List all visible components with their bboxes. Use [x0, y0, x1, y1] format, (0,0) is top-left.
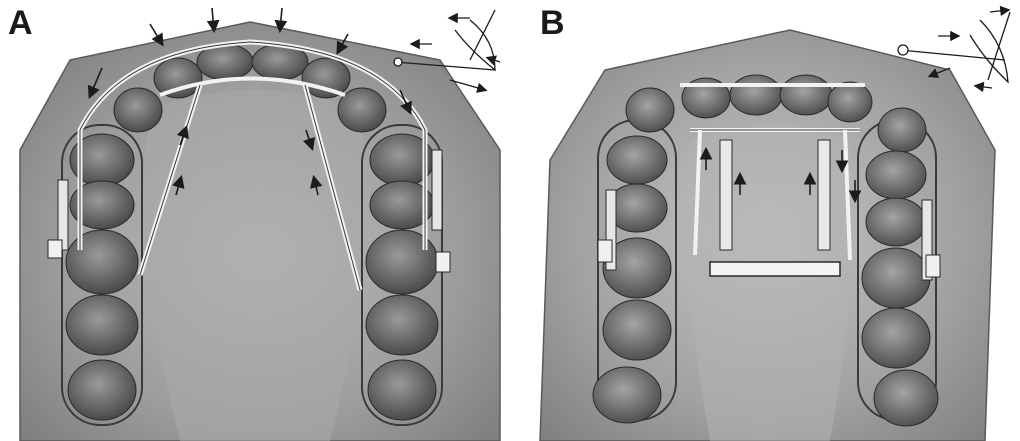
panel-label-a: A — [8, 6, 33, 40]
panel-a: A — [0, 0, 510, 441]
panel-b: B — [510, 0, 1020, 441]
left-screw-tube — [720, 140, 732, 250]
right-tube — [432, 150, 442, 230]
palate-shadow — [144, 90, 365, 441]
dental-cast-illustration-a — [0, 0, 510, 441]
right-screw-tube — [818, 140, 830, 250]
transverse-bar — [710, 262, 840, 276]
panel-label-b: B — [540, 6, 565, 40]
dental-cast-illustration-b — [510, 0, 1020, 441]
